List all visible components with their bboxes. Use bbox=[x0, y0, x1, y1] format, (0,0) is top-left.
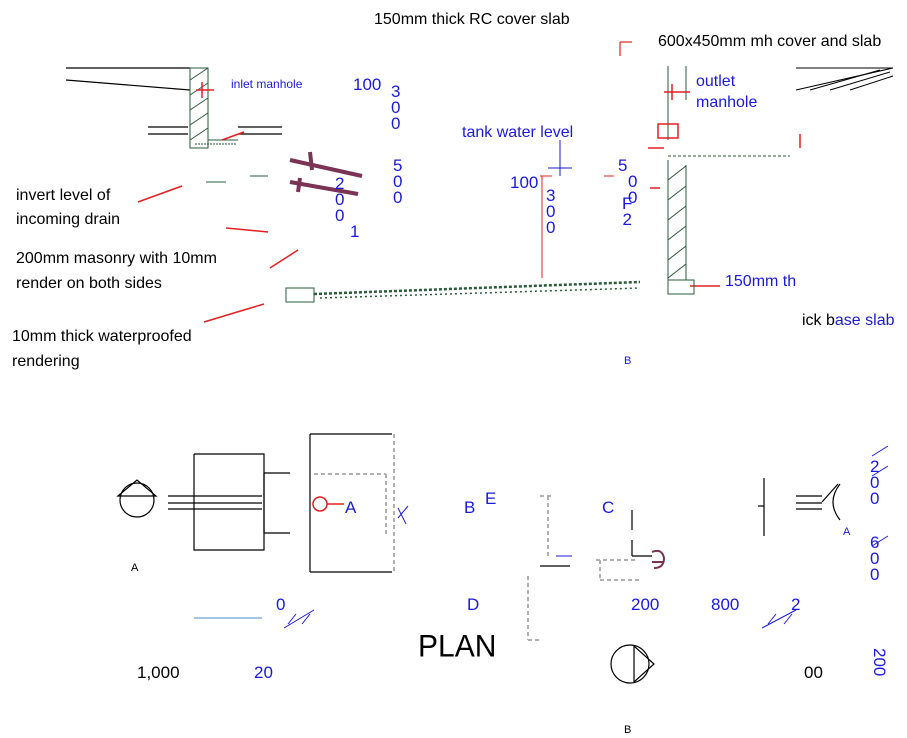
grey-walls bbox=[314, 434, 640, 641]
chamber-b: B bbox=[464, 498, 476, 517]
masonry-label-1: 200mm masonry with 10mm bbox=[16, 250, 217, 267]
center-black-marks bbox=[540, 510, 652, 567]
render-label-1: 10mm thick waterproofed bbox=[12, 328, 192, 345]
cover-slab-markers bbox=[619, 41, 632, 56]
render-label-2: rendering bbox=[12, 353, 80, 370]
cover-slab-label: 150mm thick RC cover slab bbox=[374, 11, 570, 28]
inlet-manhole-plan bbox=[193, 433, 392, 573]
section-b-top: B bbox=[624, 355, 632, 367]
dim-bot-0: 0 bbox=[276, 595, 286, 614]
dim-100-left: 100 bbox=[353, 75, 382, 94]
outlet-manhole-plan bbox=[758, 478, 841, 536]
section-b-bottom: B bbox=[624, 724, 632, 736]
section-marker-b-bottom bbox=[610, 644, 655, 684]
plan-title: PLAN bbox=[418, 629, 497, 664]
invert-label-2: incoming drain bbox=[16, 211, 121, 228]
section-marker-a-left bbox=[116, 479, 262, 518]
masonry-label-2: render on both sides bbox=[16, 275, 162, 292]
plan-blue-dims bbox=[194, 445, 889, 629]
chamber-e: E bbox=[485, 489, 497, 508]
dim-bot-200-rotated: 200 bbox=[870, 648, 889, 677]
inlet-manhole-label: inlet manhole bbox=[231, 77, 303, 91]
left-ground bbox=[65, 67, 282, 135]
mh-cover-label: 600x450mm mh cover and slab bbox=[658, 33, 882, 50]
section-a-right: A bbox=[843, 526, 851, 538]
dim-bot-00: 00 bbox=[804, 663, 823, 682]
inlet-marker-red bbox=[312, 496, 344, 512]
dim-bot-1000: 1,000 bbox=[137, 663, 180, 682]
outlet-red-marks bbox=[648, 84, 801, 287]
water-level-markers bbox=[548, 140, 572, 176]
outlet-manhole-walls bbox=[667, 66, 790, 280]
inlet-red-mark bbox=[196, 82, 245, 141]
purple-fragment bbox=[651, 549, 666, 569]
dim-bot-2: 2 bbox=[791, 595, 801, 614]
section-a-left: A bbox=[131, 562, 139, 574]
chamber-c: C bbox=[602, 498, 615, 517]
base-slab bbox=[285, 279, 695, 303]
dim-bot-800: 800 bbox=[711, 595, 740, 614]
base-slab-label-a: 150mm th bbox=[725, 273, 797, 290]
dim-bot-20: 20 bbox=[254, 663, 273, 682]
tank-red-lines bbox=[540, 175, 614, 278]
invert-label-1: invert level of bbox=[16, 187, 111, 204]
dim-100-mid: 100 bbox=[510, 173, 539, 192]
inlet-pipe bbox=[289, 151, 363, 196]
right-ground bbox=[795, 67, 894, 91]
outlet-label-2: manhole bbox=[696, 94, 758, 111]
leader-lines bbox=[137, 185, 299, 323]
misc-strokes bbox=[206, 175, 268, 183]
outlet-label-1: outlet bbox=[696, 73, 736, 90]
chamber-d: D bbox=[467, 595, 480, 614]
dim-bot-200: 200 bbox=[631, 595, 660, 614]
tank-water-level-label: tank water level bbox=[462, 124, 574, 141]
base-slab-label-b: ick base slab bbox=[802, 312, 895, 329]
chamber-a: A bbox=[345, 498, 357, 517]
